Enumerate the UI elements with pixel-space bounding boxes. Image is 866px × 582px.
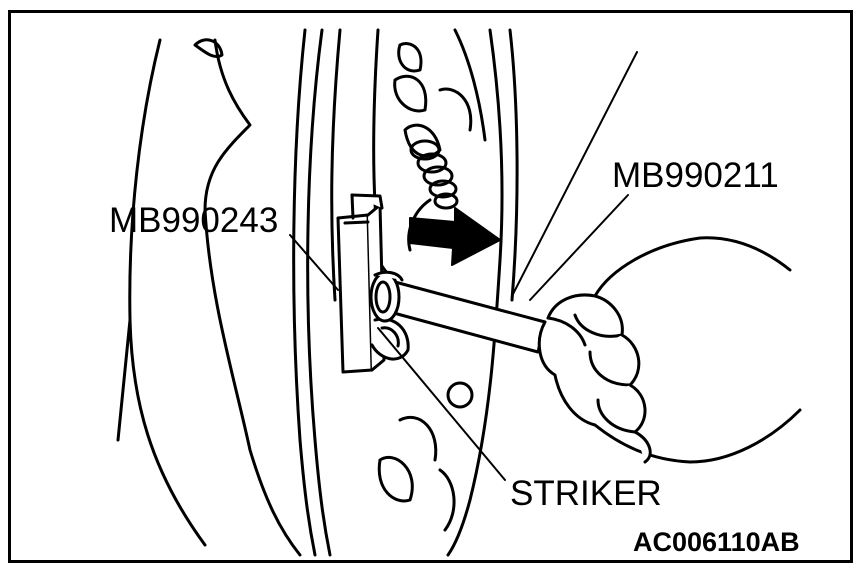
arrow-right-icon	[409, 207, 501, 266]
tool-mb990211-shaft	[369, 270, 547, 354]
leader-lines	[289, 51, 638, 481]
body-pillar	[116, 38, 302, 557]
coil-spring	[409, 139, 459, 210]
figure-code: AC006110AB	[633, 527, 800, 557]
label-mb990211: MB990211	[612, 156, 779, 195]
label-mb990243: MB990243	[109, 201, 279, 240]
hand-icon	[537, 236, 802, 464]
striker	[370, 317, 410, 361]
figure-frame	[8, 10, 853, 563]
label-striker: STRIKER	[510, 474, 662, 513]
door-edge	[292, 28, 342, 557]
